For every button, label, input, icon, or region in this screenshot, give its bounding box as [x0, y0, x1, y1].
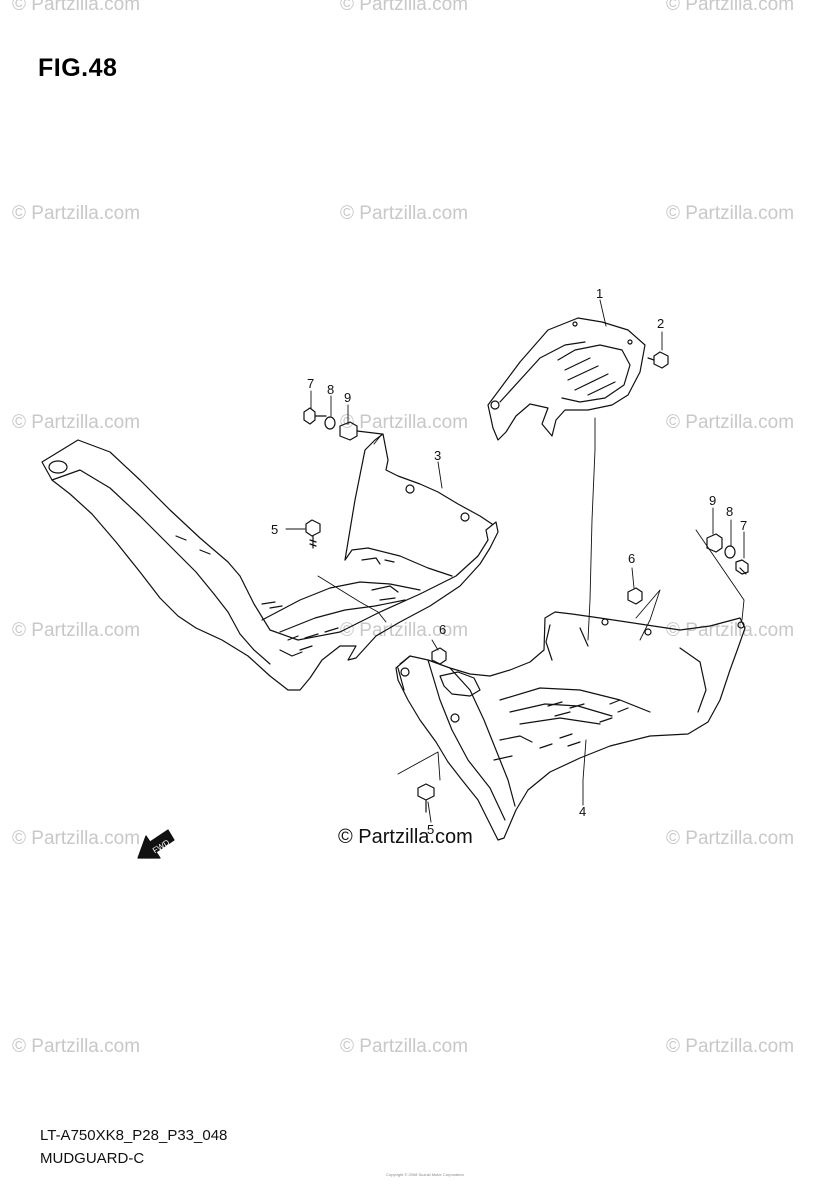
- section-name: MUDGUARD-C: [40, 1150, 145, 1167]
- watermark: © Partzilla.com: [12, 203, 141, 224]
- callout-7-right: 7: [740, 518, 747, 533]
- screw-5-lower: [417, 783, 435, 813]
- part-3-left-mudguard: [41, 433, 499, 691]
- fasteners-right: [706, 533, 749, 575]
- callout-6-right: 6: [628, 551, 635, 566]
- part-4-right-mudguard: [395, 611, 746, 841]
- callout-8-left: 8: [327, 382, 334, 397]
- nut-6-left: [431, 647, 447, 665]
- screw-5-upper: [305, 519, 321, 549]
- nut-6-right: [627, 587, 643, 605]
- callout-5-upper: 5: [271, 522, 278, 537]
- part-2-bolt: [647, 351, 669, 369]
- callout-4: 4: [579, 804, 586, 819]
- callout-numbers: 1 2 3 4 5 5 6 6 7 7 8 8 9 9: [271, 286, 747, 837]
- watermark: © Partzilla.com: [340, 1036, 469, 1057]
- figure-title: FIG.48: [38, 54, 118, 82]
- watermark: © Partzilla.com: [340, 412, 469, 433]
- callout-9-right: 9: [709, 493, 716, 508]
- watermark: © Partzilla.com: [666, 203, 795, 224]
- watermark: © Partzilla.com: [12, 828, 141, 849]
- callout-3: 3: [434, 448, 441, 463]
- watermark: © Partzilla.com: [340, 0, 469, 15]
- fasteners-left: [303, 407, 383, 441]
- callout-9-left: 9: [344, 390, 351, 405]
- leader-lines: [285, 299, 745, 823]
- callout-2: 2: [657, 316, 664, 331]
- watermark: © Partzilla.com: [666, 412, 795, 433]
- watermark: © Partzilla.com: [666, 1036, 795, 1057]
- part-1-cover: [487, 317, 646, 441]
- credit-text: © Partzilla.com: [338, 826, 473, 848]
- watermark: © Partzilla.com: [666, 0, 795, 15]
- callout-8-right: 8: [726, 504, 733, 519]
- watermark: © Partzilla.com: [340, 620, 469, 641]
- watermark: © Partzilla.com: [12, 620, 141, 641]
- watermark: © Partzilla.com: [666, 620, 795, 641]
- callout-6-left: 6: [439, 622, 446, 637]
- watermark: © Partzilla.com: [12, 1036, 141, 1057]
- watermark: © Partzilla.com: [666, 828, 795, 849]
- callout-7-left: 7: [307, 376, 314, 391]
- forward-arrow-icon: [137, 829, 175, 859]
- callout-1: 1: [596, 286, 603, 301]
- callout-5-lower: 5: [427, 822, 434, 837]
- fine-print: Copyright © 2008 Suzuki Motor Corporatio…: [386, 1172, 464, 1177]
- watermark: © Partzilla.com: [12, 412, 141, 433]
- model-code: LT-A750XK8_P28_P33_048: [40, 1127, 228, 1144]
- watermark: © Partzilla.com: [12, 0, 141, 15]
- watermark: © Partzilla.com: [340, 203, 469, 224]
